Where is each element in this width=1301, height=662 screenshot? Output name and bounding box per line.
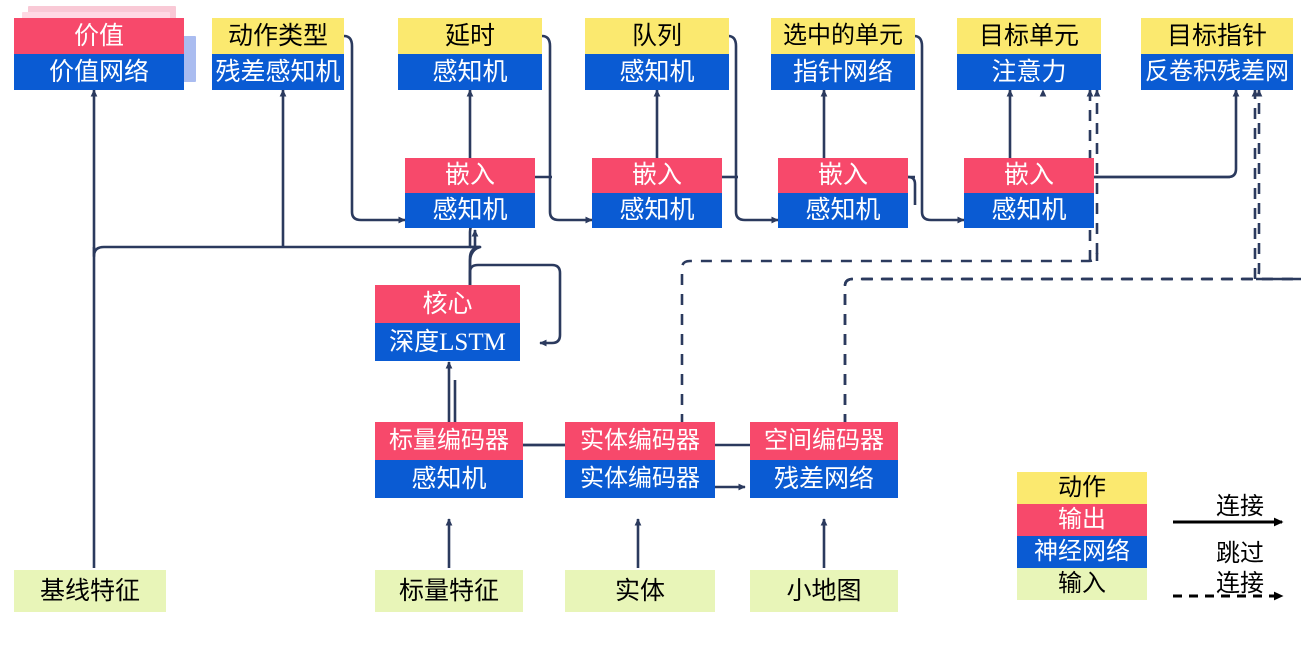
legend-swatch-output: 输出 [1017,504,1147,536]
wire-skip-spatial-bus2 [843,277,1301,425]
encoder-box-spatial[interactable]: 空间编码器 残差网络 [750,422,898,498]
embed-2-output-label: 嵌入 [592,158,722,193]
target-unit-action-label: 目标单元 [957,18,1101,54]
action-type-network-label: 残差感知机 [212,54,344,90]
legend-swatch-action: 动作 [1017,472,1147,504]
wire-skip-spatial-to-targetpointer [843,89,1263,287]
wire-skip-stub-a [1120,163,1127,240]
legend-skip-label-line2: 连接 [1216,571,1264,597]
delay-action-label: 延时 [398,18,542,54]
embed-4-output-label: 嵌入 [964,158,1094,193]
legend-swatches: 动作 输出 神经网络 输入 [1017,472,1147,600]
embed-1-output-label: 嵌入 [405,158,535,193]
output-head-delay[interactable]: 延时 感知机 [398,18,542,90]
output-head-queued[interactable]: 队列 感知机 [585,18,729,90]
selected-units-action-label: 选中的单元 [771,18,915,54]
output-head-action-type[interactable]: 动作类型 残差感知机 [212,18,344,90]
target-point-network-label: 反卷积残差网 [1141,54,1293,90]
scalar-encoder-output-label: 标量编码器 [375,422,523,460]
input-minimap[interactable]: 小地图 [750,570,898,612]
legend-swatch-input: 输入 [1017,568,1147,600]
core-network-label: 深度LSTM [375,323,520,361]
scalar-encoder-network-label: 感知机 [375,460,523,498]
encoder-box-entity[interactable]: 实体编码器 实体编码器 [565,422,715,498]
embedding-box-3[interactable]: 嵌入 感知机 [778,158,908,228]
output-head-target-unit[interactable]: 目标单元 注意力 [957,18,1101,90]
embed-3-network-label: 感知机 [778,193,908,228]
wire-core-bus-join [468,245,482,290]
wire-skip-spatial-bus [843,277,1301,425]
action-type-action-label: 动作类型 [212,18,344,54]
wire-core-self-loop [468,263,562,347]
encoder-box-scalar[interactable]: 标量编码器 感知机 [375,422,523,498]
embed-3-output-label: 嵌入 [778,158,908,193]
embedding-box-4[interactable]: 嵌入 感知机 [964,158,1094,228]
embed-1-network-label: 感知机 [405,193,535,228]
target-point-action-label: 目标指针 [1141,18,1293,54]
legend-skip-label-line1: 跳过 [1216,541,1264,567]
wire-queued-to-embed3 [727,34,779,224]
embed-2-network-label: 感知机 [592,193,722,228]
output-head-value[interactable]: 价值 价值网络 [14,18,184,90]
wire-delay-to-embed2 [541,34,593,224]
wire-embed4-to-targetpointer [1076,89,1240,179]
legend-connection-label: 连接 [1216,494,1264,520]
selected-units-network-label: 指针网络 [771,54,915,90]
embedding-box-2[interactable]: 嵌入 感知机 [592,158,722,228]
embed-4-network-label: 感知机 [964,193,1094,228]
core-output-label: 核心 [375,285,520,323]
value-network-label: 价值网络 [14,54,184,90]
wire-selected-to-embed4 [913,34,965,224]
wire-actiontype-to-embed1 [343,34,406,224]
wire-skip-entity-to-selected [680,89,1101,425]
value-action-label: 价值 [14,18,184,54]
spatial-encoder-output-label: 空间编码器 [750,422,898,460]
queued-network-label: 感知机 [585,54,729,90]
output-head-selected-units[interactable]: 选中的单元 指针网络 [771,18,915,90]
target-unit-network-label: 注意力 [957,54,1101,90]
spatial-encoder-network-label: 残差网络 [750,460,898,498]
legend-arrows [1173,517,1284,601]
value-stack-shadow-3 [182,36,196,82]
core-box[interactable]: 核心 深度LSTM [375,285,520,361]
embedding-box-1[interactable]: 嵌入 感知机 [405,158,535,228]
legend-swatch-network: 神经网络 [1017,536,1147,568]
entity-encoder-output-label: 实体编码器 [565,422,715,460]
input-baseline-features[interactable]: 基线特征 [14,570,166,612]
input-entities[interactable]: 实体 [565,570,715,612]
delay-network-label: 感知机 [398,54,542,90]
queued-action-label: 队列 [585,18,729,54]
output-head-target-point[interactable]: 目标指针 反卷积残差网 [1141,18,1293,90]
entity-encoder-network-label: 实体编码器 [565,460,715,498]
input-scalar-features[interactable]: 标量特征 [375,570,523,612]
